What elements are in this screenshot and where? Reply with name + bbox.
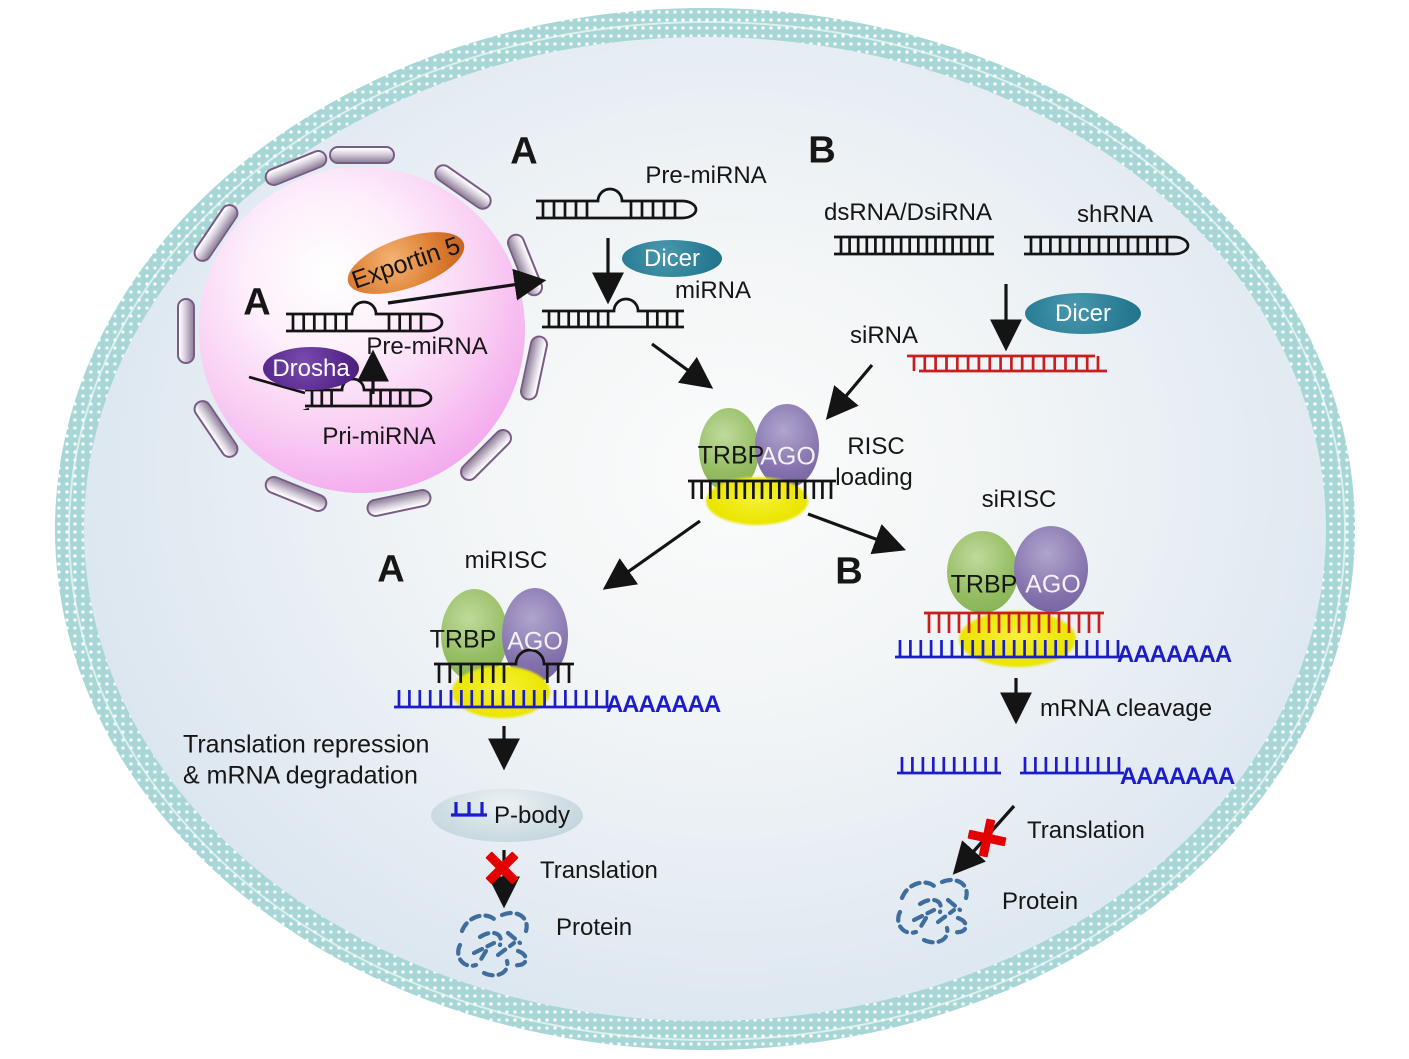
risc-guide-strand-glow [706, 477, 808, 525]
risc-guide-strand-icon [684, 477, 842, 508]
translation-blocked-label: Translation [1027, 817, 1145, 844]
dicer-enzyme: Dicer [1025, 293, 1141, 334]
repression-caption-1: Translation repression [183, 730, 430, 759]
sirisc-polya-label: AAAAAAA [1116, 641, 1232, 668]
repression-caption-2: & mRNA degradation [183, 761, 418, 790]
mirisc-polya-label: AAAAAAA [605, 691, 721, 718]
protein-aggregate-icon [450, 903, 546, 984]
pre-mirna-hairpin-nucleus-icon [282, 297, 452, 340]
protein-label: Protein [1002, 888, 1079, 915]
risc-loading-caption-1: RISC [847, 433, 905, 460]
pbody-label: P-body [493, 802, 571, 829]
mirisc-trbp-protein [441, 589, 508, 681]
drosha-enzyme: Drosha [263, 347, 359, 390]
protein-label: Protein [556, 914, 633, 941]
pbody-mrna-icon [447, 798, 493, 824]
risc-ago-protein [755, 404, 819, 488]
mirisc-title: miRISC [464, 547, 548, 574]
cleaved-polya-label: AAAAAAA [1119, 763, 1235, 790]
risc-trbp-label: TRBP [697, 441, 765, 470]
mirisc-ago-label: AGO [507, 627, 563, 656]
section-a-label: A [510, 130, 538, 173]
dicer-label: Dicer [1054, 299, 1111, 327]
pre-mirna-hairpin-icon [532, 184, 706, 227]
pri-mirna-hairpin-icon [235, 374, 441, 435]
sirisc-target-mrna-icon [891, 636, 1129, 666]
sirna-duplex-red-icon [903, 352, 1113, 380]
pri-mirna-label: Pri-miRNA [322, 423, 436, 450]
dicer-enzyme: Dicer [622, 240, 722, 277]
sirisc-trbp-label: TRBP [950, 570, 1018, 599]
translation-blocked-label: Translation [540, 857, 658, 884]
nuclear-envelope-segment [329, 146, 395, 164]
mrna-cleavage-label: mRNA cleavage [1040, 695, 1213, 722]
cleaved-mrna-fragment-icon [1016, 753, 1130, 782]
risc-loading-caption-2: loading [835, 464, 913, 491]
section-b-sirisc-label: B [835, 550, 863, 593]
section-a-nucleus-label: A [243, 281, 271, 324]
sirna-label: siRNA [849, 322, 919, 349]
nuclear-envelope-segment [177, 298, 195, 364]
pre-mirna-label: Pre-miRNA [645, 162, 767, 189]
cell-membrane-midline [68, 21, 1346, 1041]
section-a-mirisc-label: A [377, 548, 405, 591]
mirna-label: miRNA [675, 277, 751, 304]
drosha-label: Drosha [272, 354, 350, 382]
shrna-hairpin-icon [1020, 233, 1198, 263]
sirisc-trbp-protein [947, 531, 1018, 613]
sirisc-ago-label: AGO [1025, 570, 1081, 599]
protein-aggregate-icon [890, 870, 986, 951]
dsrna-duplex-icon [830, 233, 1000, 263]
mirisc-target-mrna-icon [390, 686, 618, 716]
pre-mirna-nucleus-label: Pre-miRNA [366, 333, 488, 360]
cleaved-mrna-fragment-icon [893, 753, 1007, 782]
sirisc-ago-protein [1014, 526, 1088, 612]
translation-block-x-icon [967, 818, 1007, 858]
shrna-label: shRNA [1076, 201, 1154, 228]
risc-ago-label: AGO [760, 442, 816, 471]
dsrna-label: dsRNA/DsiRNA [823, 199, 993, 226]
translation-block-x-icon [482, 848, 522, 888]
section-b-label: B [808, 129, 836, 172]
mirisc-mirna-strand-icon [430, 645, 580, 692]
mirisc-trbp-label: TRBP [429, 625, 497, 654]
sirisc-sirna-strand-icon [920, 609, 1110, 642]
dicer-label: Dicer [643, 244, 700, 272]
sirisc-title: siRISC [981, 486, 1057, 513]
mirna-duplex-icon [538, 294, 690, 336]
